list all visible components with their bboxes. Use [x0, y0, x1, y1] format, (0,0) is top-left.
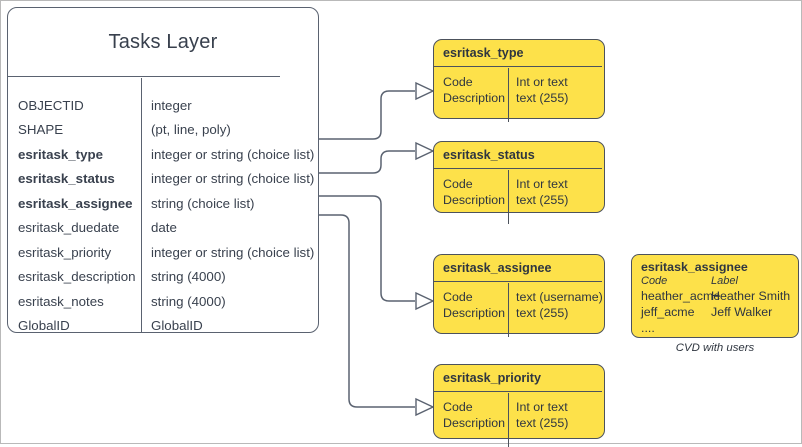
field-name: esritask_description [18, 269, 136, 285]
entity-field-row: esritask_notes string (4000) [8, 289, 318, 314]
entity-title-divider [8, 76, 280, 77]
field-type: GlobalID [151, 318, 203, 334]
domain-title: esritask_status [443, 148, 535, 162]
field-type: string (choice list) [151, 195, 255, 211]
field-name: esritask_type [18, 146, 104, 162]
arrowhead-priority [415, 397, 435, 417]
field-type: (pt, line, poly) [151, 122, 231, 138]
domain-title-divider [434, 281, 602, 282]
field-name: esritask_priority [18, 244, 112, 260]
entity-field-row: esritask_assignee string (choice list) [8, 191, 318, 216]
entity-column-divider [141, 78, 142, 332]
domain-column-divider [508, 393, 509, 447]
entity-field-row: GlobalID GlobalID [8, 314, 318, 339]
domain-title-divider [434, 168, 602, 169]
arrowhead-status [415, 141, 435, 161]
entity-field-row: esritask_status integer or string (choice… [8, 167, 318, 192]
field-name: esritask_duedate [18, 220, 120, 236]
connector-assignee [319, 195, 415, 302]
entity-title: Tasks Layer [108, 30, 218, 53]
connector-priority [319, 214, 415, 408]
cvd-header-label: Label [711, 275, 738, 287]
field-name: esritask_status [18, 171, 115, 187]
field-type: date [151, 220, 177, 236]
cvd-header-code: Code [641, 275, 668, 287]
connector-status [319, 150, 415, 174]
field-type: string (4000) [151, 293, 226, 309]
field-type: integer [151, 97, 192, 113]
field-name: esritask_notes [18, 293, 104, 309]
entity-field-row: esritask_type integer or string (choice l… [8, 142, 318, 167]
field-type: string (4000) [151, 269, 226, 285]
domain-title-divider [434, 391, 602, 392]
domain-title: esritask_priority [443, 371, 542, 385]
arrowhead-assignee [415, 291, 435, 311]
entity-field-row: esritask_priority integer or string (choi… [8, 240, 318, 265]
entity-field-row: esritask_duedate date [8, 216, 318, 241]
domain-right-column: text (username)text (255) [516, 290, 603, 320]
cvd-title: esritask_assignee [641, 260, 748, 274]
entity-field-row: OBJECTID integer [8, 93, 318, 118]
cvd-sample-box[interactable]: esritask_assignee Code Label heather_acm… [631, 254, 799, 338]
domain-title: esritask_type [443, 46, 524, 60]
field-name: GlobalID [18, 318, 70, 334]
entity-field-row: SHAPE (pt, line, poly) [8, 118, 318, 143]
domain-column-divider [508, 170, 509, 224]
field-name: OBJECTID [18, 97, 84, 113]
field-name: esritask_assignee [18, 195, 133, 211]
connector-type [319, 90, 415, 140]
domain-column-divider [508, 283, 509, 337]
domain-column-divider [508, 68, 509, 122]
field-type: integer or string (choice list) [151, 171, 315, 187]
entity-field-row: esritask_description string (4000) [8, 265, 318, 290]
cvd-caption: CVD with users [675, 342, 755, 354]
domain-title-divider [434, 66, 602, 67]
domain-title: esritask_assignee [443, 261, 552, 275]
field-type: integer or string (choice list) [151, 146, 315, 162]
field-type: integer or string (choice list) [151, 244, 315, 260]
field-name: SHAPE [18, 122, 64, 138]
arrowhead-type [415, 81, 435, 101]
